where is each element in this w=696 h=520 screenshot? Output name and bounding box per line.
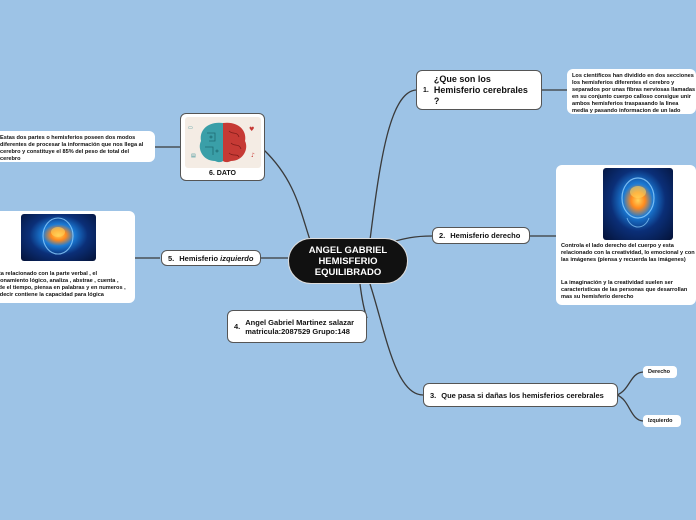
- topic-autor[interactable]: 4. Angel Gabriel Martinez salazar matric…: [227, 310, 367, 343]
- topic-number: 6.: [209, 170, 215, 177]
- subtopic-label: Derecho: [648, 369, 670, 375]
- note-que-son: Los cientificos han dividido en dos secc…: [567, 69, 696, 114]
- topic-label: Hemisferio: [179, 254, 218, 263]
- topic-label: ¿Que son los Hemisferio cerebrales ?: [434, 74, 535, 107]
- svg-text:▤: ▤: [191, 153, 196, 159]
- topic-number: 1.: [423, 87, 429, 94]
- subtopic-izquierdo[interactable]: Izquierdo: [643, 415, 681, 427]
- topic-label: Hemisferio derecho: [450, 231, 520, 240]
- topic-dato[interactable]: ▭ ▤ ♥ ♪ 6. DATO: [180, 113, 265, 181]
- topic-number: 3.: [430, 391, 436, 400]
- note-text: Los cientificos han dividido en dos secc…: [572, 73, 695, 114]
- note-text: Estas dos partes o hemisferios poseen do…: [0, 135, 143, 162]
- note-izquierdo: Esta relacionado con la parte verbal , e…: [0, 211, 135, 303]
- note-dato: Estas dos partes o hemisferios poseen do…: [0, 131, 155, 162]
- brain-illustration: ▭ ▤ ♥ ♪: [185, 117, 261, 168]
- dato-caption: 6. DATO: [181, 170, 264, 177]
- svg-text:♥: ♥: [249, 126, 254, 133]
- central-topic[interactable]: ANGEL GABRIEL HEMISFERIO EQUILIBRADO: [288, 238, 408, 284]
- topic-number: 4.: [234, 322, 240, 331]
- topic-number: 5.: [168, 254, 174, 263]
- note-derecho-2: La imaginación y la creatividad suelen s…: [561, 280, 696, 301]
- svg-text:▭: ▭: [188, 125, 193, 131]
- topic-que-pasa[interactable]: 3. Que pasa si dañas los hemisferios cer…: [423, 383, 618, 407]
- note-derecho: Controla el lado derecho del cuerpo y es…: [556, 165, 696, 305]
- topic-hemisferio-derecho[interactable]: 2. Hemisferio derecho: [432, 227, 530, 244]
- note-derecho-1: Controla el lado derecho del cuerpo y es…: [561, 243, 696, 264]
- topic-que-son[interactable]: 1. ¿Que son los Hemisferio cerebrales ?: [416, 70, 542, 110]
- topic-number: 2.: [439, 231, 445, 240]
- topic-label: DATO: [217, 170, 236, 177]
- head-brain-image: [603, 168, 673, 240]
- topic-label: Que pasa si dañas los hemisferios cerebr…: [441, 391, 604, 400]
- central-title: ANGEL GABRIEL HEMISFERIO EQUILIBRADO: [289, 245, 407, 278]
- topic-label-emphasis: izquierdo: [220, 254, 253, 263]
- topic-hemisferio-izquierdo[interactable]: 5. Hemisferio izquierdo: [161, 250, 261, 266]
- topic-label: Angel Gabriel Martinez salazar matricula…: [245, 318, 360, 336]
- svg-text:♪: ♪: [251, 152, 255, 159]
- subtopic-label: Izquierdo: [648, 418, 672, 424]
- head-brain-image: [21, 214, 96, 261]
- subtopic-derecho[interactable]: Derecho: [643, 366, 677, 378]
- note-izquierdo-text: Esta relacionado con la parte verbal , e…: [0, 271, 130, 299]
